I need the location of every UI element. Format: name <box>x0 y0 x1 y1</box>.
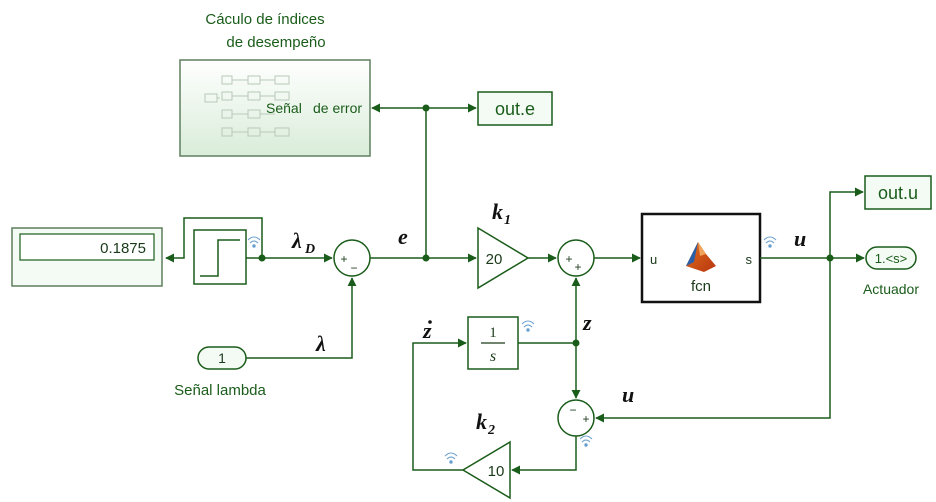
inport-label: Señal lambda <box>174 382 266 399</box>
wire-u-feedback <box>595 258 831 423</box>
label-lambda-d-subscript: D <box>304 242 315 257</box>
subsystem-preview <box>204 75 290 137</box>
label-e: e <box>398 224 408 249</box>
wire-zdot <box>412 338 467 471</box>
fcn-input-port-label: u <box>650 252 657 267</box>
wire-lambda <box>246 277 357 359</box>
wire-to-k2 <box>511 436 577 475</box>
sum1-sign-top: + <box>340 252 347 266</box>
out-u-label: out.u <box>878 183 918 203</box>
integrator-numerator: 1 <box>489 325 497 341</box>
fcn-output-port-label: s <box>746 252 753 267</box>
lambda-inport[interactable]: 1 Señal lambda <box>174 346 267 399</box>
step-signal-logging-icon <box>247 236 261 248</box>
sum-block-error[interactable]: + − <box>333 239 371 277</box>
integrator-signal-logging-icon <box>521 320 535 332</box>
gain-k1-value: 20 <box>486 251 503 268</box>
sum-block-control[interactable]: + + <box>557 239 595 277</box>
actuador-port-number: 1.<s> <box>875 251 908 266</box>
display-value: 0.1875 <box>100 240 146 257</box>
label-k1: k <box>492 199 503 224</box>
label-k2: k <box>476 409 487 434</box>
fcn-name: fcn <box>691 278 711 295</box>
fcn-signal-logging-icon <box>763 236 777 248</box>
matlab-icon <box>686 242 716 272</box>
out-e-label: out.e <box>495 99 535 119</box>
k2-signal-logging-icon <box>444 452 458 464</box>
sum3-sign-top: − <box>569 403 576 417</box>
inport-number: 1 <box>218 350 226 366</box>
display-block[interactable]: 0.1875 <box>11 227 163 287</box>
wire-to-out-u <box>829 187 864 258</box>
label-lambda: λ <box>315 331 326 356</box>
z-dot-mark <box>428 320 432 324</box>
label-k2-subscript: 2 <box>487 423 495 438</box>
gain-k1-block[interactable]: 20 <box>477 226 530 290</box>
sum3-sign-bottom: + <box>582 412 589 426</box>
performance-subsystem[interactable]: Cáculo de índices de desempeño Señal de … <box>179 11 371 157</box>
signal-wires <box>165 103 865 475</box>
label-k1-subscript: 1 <box>504 213 511 228</box>
fcn-block[interactable]: u s fcn <box>640 212 762 304</box>
actuador-outport[interactable]: 1.<s> Actuador <box>863 246 919 297</box>
out-u-block[interactable]: out.u <box>864 175 932 210</box>
sum2-sign-bottom: + <box>574 260 581 274</box>
sum3-signal-logging-icon <box>579 435 593 447</box>
wire-junctions <box>258 104 834 347</box>
step-block[interactable] <box>193 229 247 285</box>
gain-k2-block[interactable]: 10 <box>461 440 511 500</box>
sum-block-sliding[interactable]: − + <box>557 399 595 437</box>
sum1-sign-bottom: − <box>350 261 357 275</box>
wire-to-display <box>165 217 263 263</box>
subsystem-port-label-senal: Señal <box>266 100 302 116</box>
gain-k2-value: 10 <box>488 463 505 480</box>
sum2-sign-top: + <box>565 252 572 266</box>
out-e-block[interactable]: out.e <box>477 91 553 126</box>
label-z-dot: z <box>422 318 432 343</box>
integrator-block[interactable]: 1 s <box>467 316 519 370</box>
label-u-feedback: u <box>622 382 634 407</box>
actuador-label: Actuador <box>863 281 919 297</box>
subsystem-title-line1: Cáculo de índices <box>205 11 324 28</box>
step-icon <box>200 239 240 277</box>
subsystem-port-label-error: de error <box>313 100 362 116</box>
integrator-denominator: s <box>490 348 496 365</box>
label-z: z <box>582 310 592 335</box>
subsystem-title-line2: de desempeño <box>226 34 325 51</box>
label-u-output: u <box>794 226 806 251</box>
label-lambda-d: λ <box>291 228 302 253</box>
